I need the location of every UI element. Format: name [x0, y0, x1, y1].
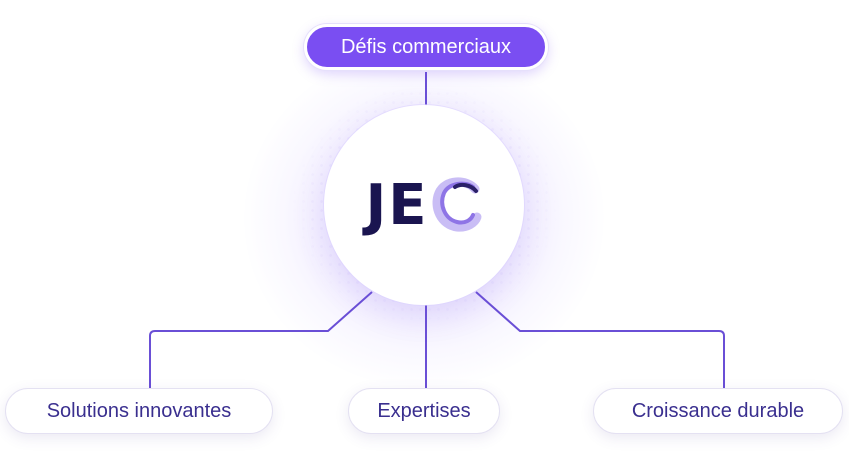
logo-c-mark — [432, 177, 482, 232]
node-expertises: Expertises — [348, 388, 500, 434]
node-top: Défis commerciaux — [304, 24, 548, 70]
node-top-label: Défis commerciaux — [340, 35, 512, 58]
jec-logo: JE — [365, 173, 482, 238]
node-solutions-innovantes: Solutions innovantes — [5, 388, 273, 434]
connector-left — [149, 291, 373, 388]
node-label: Solutions innovantes — [46, 399, 232, 422]
node-label: Expertises — [377, 399, 471, 422]
node-croissance-durable: Croissance durable — [593, 388, 843, 434]
logo-text: JE — [365, 172, 429, 238]
connector-right — [475, 291, 725, 388]
node-label: Croissance durable — [631, 399, 805, 422]
center-hub: JE — [324, 105, 524, 305]
